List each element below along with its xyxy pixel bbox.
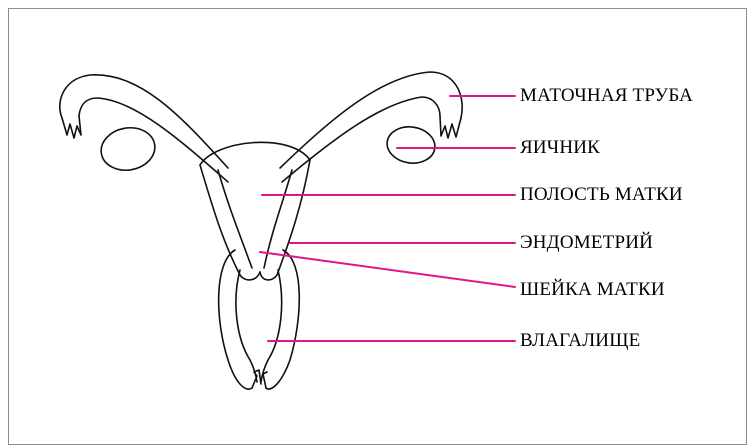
left-fimbriae (62, 116, 81, 138)
cervix-base-left (240, 272, 260, 280)
uterine-fundus (200, 142, 310, 165)
right-ovary (385, 124, 438, 166)
label-fallopian-tube: МАТОЧНАЯ ТРУБА (520, 86, 693, 105)
left-fallopian-tube-outer (60, 75, 228, 168)
right-fallopian-tube-inner (282, 97, 440, 182)
vagina-outer-right (266, 250, 299, 389)
vagina-inner-left (236, 270, 257, 382)
cervix-base-right (260, 272, 277, 280)
label-cervix: ШЕЙКА МАТКИ (520, 280, 665, 299)
right-fallopian-tube-outer (280, 72, 462, 168)
vagina-outer-left (219, 250, 252, 389)
vagina-inner-right (261, 270, 282, 382)
label-vagina: ВЛАГАЛИЩЕ (520, 331, 640, 350)
left-ovary (98, 124, 158, 175)
label-ovary: ЯИЧНИК (520, 138, 600, 157)
uterine-cavity-left (218, 170, 252, 268)
right-fimbriae (440, 116, 461, 138)
vaginal-rugae (252, 370, 267, 388)
label-endometrium: ЭНДОМЕТРИЙ (520, 233, 653, 252)
label-uterine-cavity: ПОЛОСТЬ МАТКИ (520, 185, 683, 204)
